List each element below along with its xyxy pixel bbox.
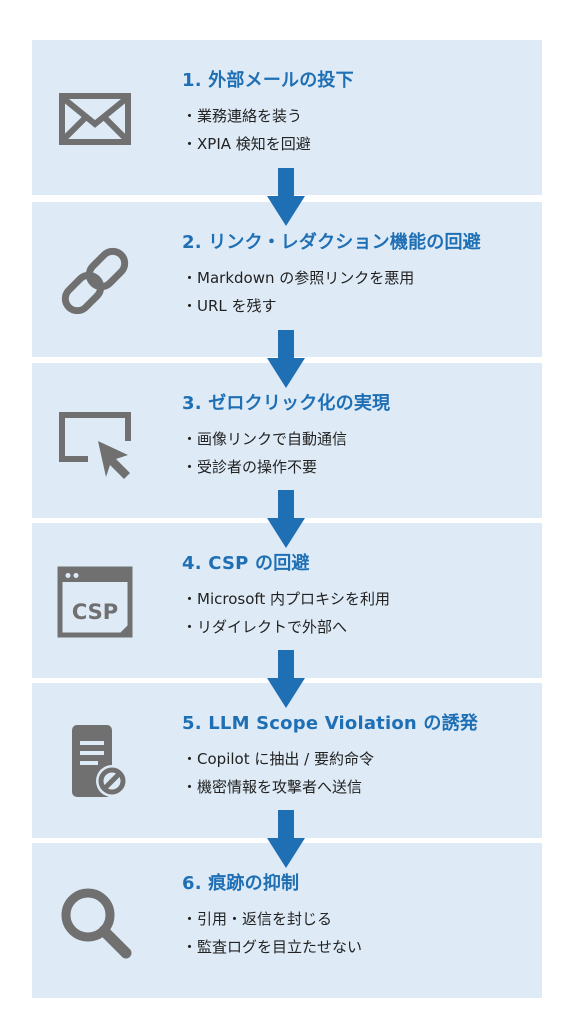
step-6-panel: 6. 痕跡の抑制 引用・返信を封じる 監査ログを目立たせない bbox=[32, 843, 542, 998]
step-6-title: 6. 痕跡の抑制 bbox=[182, 873, 300, 894]
down-arrow-icon bbox=[267, 810, 305, 868]
step-3-bullets: 画像リンクで自動通信 受診者の操作不要 bbox=[182, 425, 347, 481]
step-2-title: 2. リンク・レダクション機能の回避 bbox=[182, 232, 481, 253]
csp-icon-text: CSP bbox=[72, 600, 118, 624]
step-5-title: 5. LLM Scope Violation の誘発 bbox=[182, 713, 478, 734]
step-4-bullet-2: リダイレクトで外部へ bbox=[182, 613, 390, 641]
cursor-click-icon bbox=[54, 401, 136, 483]
down-arrow-icon bbox=[267, 650, 305, 708]
step-5-bullet-1: Copilot に抽出 / 要約命令 bbox=[182, 745, 374, 773]
step-2-bullets: Markdown の参照リンクを悪用 URL を残す bbox=[182, 264, 414, 320]
step-5-bullets: Copilot に抽出 / 要約命令 機密情報を攻撃者へ送信 bbox=[182, 745, 374, 801]
document-prohibited-icon bbox=[54, 721, 136, 803]
link-icon bbox=[54, 240, 136, 322]
down-arrow-icon bbox=[267, 330, 305, 388]
step-3-bullet-2: 受診者の操作不要 bbox=[182, 453, 347, 481]
step-3-bullet-1: 画像リンクで自動通信 bbox=[182, 425, 347, 453]
step-1-bullet-2: XPIA 検知を回避 bbox=[182, 130, 311, 158]
mail-icon bbox=[54, 78, 136, 160]
down-arrow-icon bbox=[267, 168, 305, 226]
step-2-bullet-2: URL を残す bbox=[182, 292, 414, 320]
csp-browser-icon: CSP bbox=[54, 561, 136, 643]
step-4-bullet-1: Microsoft 内プロキシを利用 bbox=[182, 585, 390, 613]
step-1-title: 1. 外部メールの投下 bbox=[182, 70, 354, 91]
step-4-title: 4. CSP の回避 bbox=[182, 553, 310, 574]
step-1-bullets: 業務連絡を装う XPIA 検知を回避 bbox=[182, 102, 311, 158]
search-icon bbox=[54, 881, 136, 963]
step-1-bullet-1: 業務連絡を装う bbox=[182, 102, 311, 130]
down-arrow-icon bbox=[267, 490, 305, 548]
step-5-bullet-2: 機密情報を攻撃者へ送信 bbox=[182, 773, 374, 801]
step-6-bullet-1: 引用・返信を封じる bbox=[182, 905, 362, 933]
step-2-panel: 2. リンク・レダクション機能の回避 Markdown の参照リンクを悪用 UR… bbox=[32, 202, 542, 357]
step-2-bullet-1: Markdown の参照リンクを悪用 bbox=[182, 264, 414, 292]
step-6-bullet-2: 監査ログを目立たせない bbox=[182, 933, 362, 961]
step-4-bullets: Microsoft 内プロキシを利用 リダイレクトで外部へ bbox=[182, 585, 390, 641]
step-6-bullets: 引用・返信を封じる 監査ログを目立たせない bbox=[182, 905, 362, 961]
step-4-panel: CSP 4. CSP の回避 Microsoft 内プロキシを利用 リダイレクト… bbox=[32, 523, 542, 678]
step-3-title: 3. ゼロクリック化の実現 bbox=[182, 393, 391, 414]
